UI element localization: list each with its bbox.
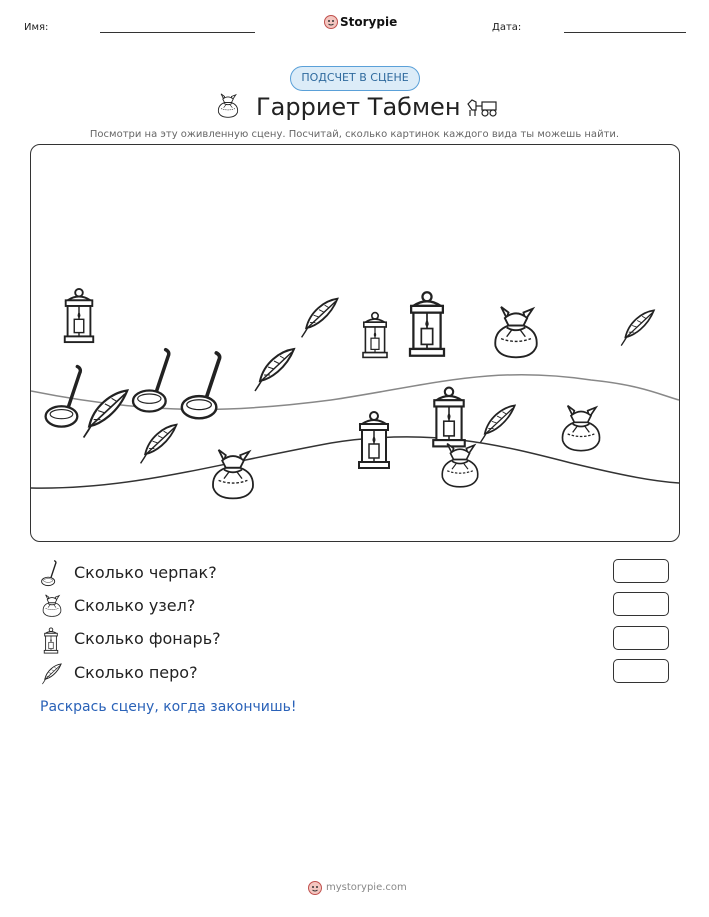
bundle-icon xyxy=(40,594,64,618)
lantern-icon xyxy=(354,408,394,472)
answer-box-ladle[interactable] xyxy=(613,559,669,583)
ladle-icon xyxy=(40,559,60,587)
feather-icon xyxy=(617,303,659,353)
scene-ground xyxy=(31,373,679,489)
question-ladle: Сколько черпак? xyxy=(74,563,217,582)
question-bundle: Сколько узел? xyxy=(74,596,196,615)
feather-icon xyxy=(297,295,343,341)
storypie-logo-icon xyxy=(324,14,338,29)
bundle-icon xyxy=(488,300,544,366)
footer-url[interactable]: mystorypie.com xyxy=(326,882,407,893)
question-feather: Сколько перо? xyxy=(74,663,198,682)
instructions: Посмотри на эту оживленную сцену. Посчит… xyxy=(89,129,620,140)
ladle-icon xyxy=(178,348,230,422)
lantern-icon xyxy=(42,627,60,654)
bundle-icon xyxy=(556,398,606,460)
answer-box-lantern[interactable] xyxy=(613,626,669,650)
date-line[interactable] xyxy=(564,32,686,33)
feather-icon xyxy=(40,661,64,687)
brand-name: Storypie xyxy=(340,15,398,29)
question-lantern: Сколько фонарь? xyxy=(74,629,221,648)
coloring-prompt: Раскрась сцену, когда закончишь! xyxy=(40,699,297,715)
ladle-icon xyxy=(130,345,178,415)
storypie-footer-logo-icon xyxy=(308,880,322,895)
bundle-icon xyxy=(436,438,484,494)
horse-cart-icon xyxy=(466,96,498,118)
name-line[interactable] xyxy=(100,32,255,33)
page-title: Гарриет Табмен xyxy=(256,93,461,121)
bundle-icon xyxy=(206,443,260,507)
activity-badge: ПОДСЧЕТ В СЦЕНЕ xyxy=(290,66,420,91)
answer-box-feather[interactable] xyxy=(613,659,669,683)
name-label: Имя: xyxy=(24,22,49,33)
feather-icon xyxy=(136,418,182,470)
bundle-icon xyxy=(215,93,241,119)
answer-box-bundle[interactable] xyxy=(613,592,669,616)
feather-icon xyxy=(78,381,134,447)
lantern-icon xyxy=(359,309,391,361)
scene-panel xyxy=(30,144,680,542)
lantern-icon xyxy=(404,290,450,358)
lantern-icon xyxy=(60,287,98,344)
date-label: Дата: xyxy=(492,22,522,33)
feather-icon xyxy=(250,342,300,398)
